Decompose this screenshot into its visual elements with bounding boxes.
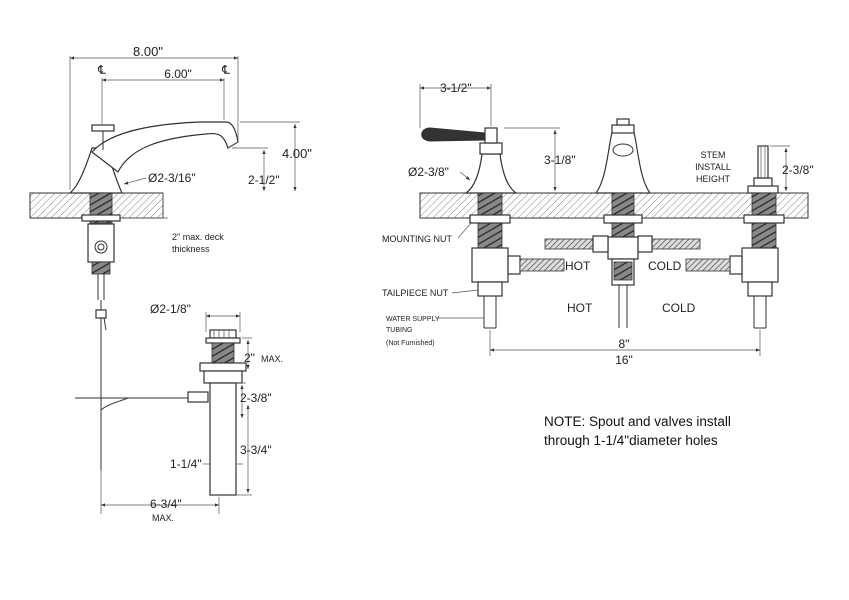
drain-reach-label: 6-3/4" [150,497,182,511]
stem-label-line1: STEM [700,150,725,160]
mounting-nut-label: MOUNTING NUT [382,234,452,244]
front-base-diameter-label: Ø2-3/8" [408,165,449,179]
side-handle [91,124,115,132]
spread-max-label: 16" [615,353,633,367]
stem-spline [757,145,769,179]
hot-upper-label: HOT [565,259,591,273]
water-supply-line2: TUBING [386,327,412,334]
centerline-mark-right: ℄ [221,63,230,77]
front-view: 3-1/2" 3-1/8" Ø2-3/8" STEM INSTALL HEIGH… [382,81,814,367]
cold-lower-label: COLD [662,301,696,315]
deck-note-line2: thickness [172,244,210,254]
drain-height-a-label: 2-3/8" [240,391,272,405]
hot-lower-label: HOT [567,301,593,315]
stem-height-label: 2-3/8" [782,163,814,177]
drain-tail-diameter-label: 1-1/4" [170,457,202,471]
drain-flange-diameter-label: Ø2-1/8" [150,302,191,316]
overall-width-label: 8.00" [133,44,163,59]
right-valve-housing [741,247,779,283]
left-valve-body [464,153,518,194]
deck-note-line1: 2" max. deck [172,232,224,242]
spout-height-label: 4.00" [282,146,312,161]
side-base-diameter-label: Ø2-3/16" [148,171,196,185]
drain-reach-max-label: MAX. [152,513,174,523]
not-furnished-label: (Not Furnished) [386,340,435,347]
drain-max-thickness-label: 2" [244,351,255,365]
stem-label-line3: HEIGHT [696,174,731,184]
water-supply-line1: WATER SUPPLY [386,316,440,323]
drain-max-label: MAX. [261,354,283,364]
left-valve-housing [471,247,509,283]
install-note-line2: through 1-1/4"diameter holes [544,433,718,448]
tailpiece-nut-label: TAILPIECE NUT [382,288,449,298]
aerator-height-label: 2-1/2" [248,173,280,187]
centerline-mark-left: ℄ [97,63,106,77]
drain-view: Ø2-1/8" 2" MAX. 2-3/8" 3-3/4" 1-1/4" 6-3… [100,302,283,523]
drain-tailpiece [209,382,237,496]
center-spacing-label: 6.00" [164,67,192,81]
drain-height-b-label: 3-3/4" [240,443,272,457]
stem-label-line2: INSTALL [695,162,731,172]
lever-handle [421,127,486,142]
handle-reach-label: 3-1/2" [440,81,472,95]
handle-height-label: 3-1/8" [544,153,576,167]
side-valve-body [87,223,115,263]
side-view: 8.00" 6.00" ℄ ℄ 4.00" 2-1/2" Ø2-3/16" 2"… [29,44,312,470]
spread-min-label: 8" [619,337,630,351]
front-spout-body [594,131,652,194]
install-note-line1: NOTE: Spout and valves install [544,414,731,429]
cold-upper-label: COLD [648,259,682,273]
